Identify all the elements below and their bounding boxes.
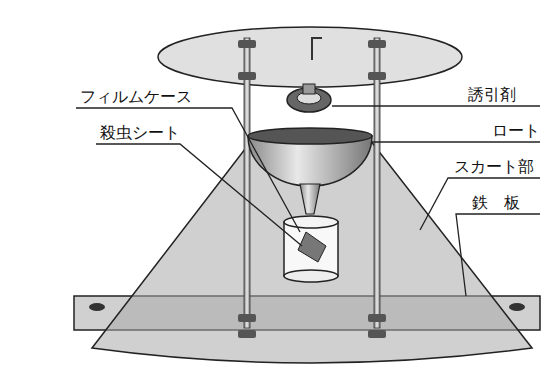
part-label: 殺虫シート xyxy=(98,124,182,142)
part-label: スカート部 xyxy=(452,158,536,176)
part-label: 鉄 板 xyxy=(470,194,522,212)
top-plate xyxy=(158,27,462,87)
support-rods xyxy=(238,38,386,338)
leader-lines xyxy=(76,106,540,296)
film-case xyxy=(284,216,338,282)
attractant xyxy=(287,38,331,112)
part-label: フィルムケース xyxy=(78,88,194,106)
part-label: 誘引剤 xyxy=(466,86,518,104)
part-label: ロート xyxy=(490,122,542,140)
